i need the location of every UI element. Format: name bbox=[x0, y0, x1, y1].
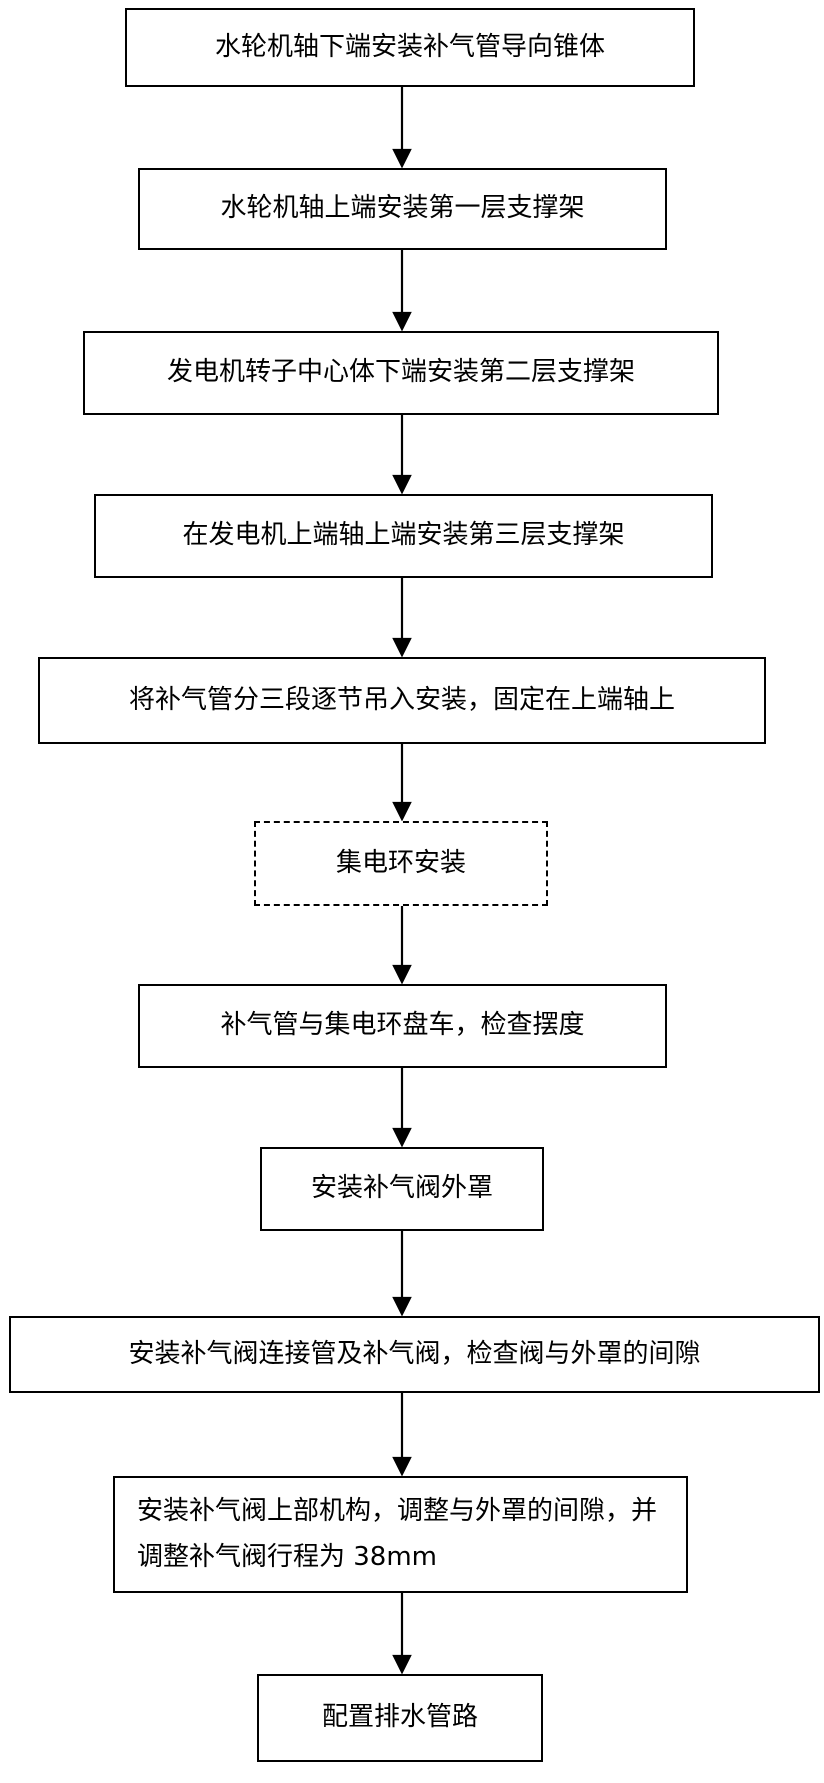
flow-step-8: 安装补气阀外罩 bbox=[260, 1147, 544, 1231]
flow-step-4-text: 在发电机上端轴上端安装第三层支撑架 bbox=[182, 520, 625, 551]
arrowhead-6-7 bbox=[392, 964, 412, 985]
flow-step-2: 水轮机轴上端安装第一层支撑架 bbox=[138, 168, 667, 250]
flow-step-5: 将补气管分三段逐节吊入安装，固定在上端轴上 bbox=[38, 657, 766, 744]
arrowhead-10-11 bbox=[392, 1654, 412, 1675]
arrowhead-1-2 bbox=[392, 148, 412, 169]
flow-step-6: 集电环安装 bbox=[254, 821, 548, 906]
flow-step-8-text: 安装补气阀外罩 bbox=[310, 1173, 493, 1204]
flow-step-10-text: 安装补气阀上部机构，调整与外罩的间隙，并调整补气阀行程为 38mm bbox=[137, 1496, 658, 1572]
flow-step-6-text: 集电环安装 bbox=[335, 847, 466, 878]
arrowhead-8-9 bbox=[392, 1296, 412, 1317]
flow-step-11-text: 配置排水管路 bbox=[321, 1702, 478, 1733]
arrowhead-5-6 bbox=[392, 801, 412, 822]
arrowhead-9-10 bbox=[392, 1456, 412, 1477]
flow-step-1: 水轮机轴下端安装补气管导向锥体 bbox=[125, 8, 695, 87]
flow-step-3-text: 发电机转子中心体下端安装第二层支撑架 bbox=[166, 357, 635, 388]
flow-step-10: 安装补气阀上部机构，调整与外罩的间隙，并调整补气阀行程为 38mm bbox=[113, 1476, 688, 1593]
flow-step-7-text: 补气管与集电环盘车，检查摆度 bbox=[220, 1010, 585, 1041]
flow-step-4: 在发电机上端轴上端安装第三层支撑架 bbox=[94, 494, 713, 578]
arrowhead-3-4 bbox=[392, 474, 412, 495]
flow-step-9-text: 安装补气阀连接管及补气阀，检查阀与外罩的间隙 bbox=[128, 1338, 701, 1369]
flow-step-5-text: 将补气管分三段逐节吊入安装，固定在上端轴上 bbox=[128, 684, 675, 715]
flow-step-9: 安装补气阀连接管及补气阀，检查阀与外罩的间隙 bbox=[9, 1316, 820, 1393]
flow-step-2-text: 水轮机轴上端安装第一层支撑架 bbox=[220, 193, 585, 224]
flow-step-7: 补气管与集电环盘车，检查摆度 bbox=[138, 984, 667, 1068]
flow-step-11: 配置排水管路 bbox=[257, 1674, 543, 1762]
flow-step-1-text: 水轮机轴下端安装补气管导向锥体 bbox=[214, 31, 605, 62]
flow-step-3: 发电机转子中心体下端安装第二层支撑架 bbox=[83, 331, 719, 415]
arrowhead-2-3 bbox=[392, 311, 412, 332]
arrowhead-4-5 bbox=[392, 637, 412, 658]
arrowhead-7-8 bbox=[392, 1127, 412, 1148]
